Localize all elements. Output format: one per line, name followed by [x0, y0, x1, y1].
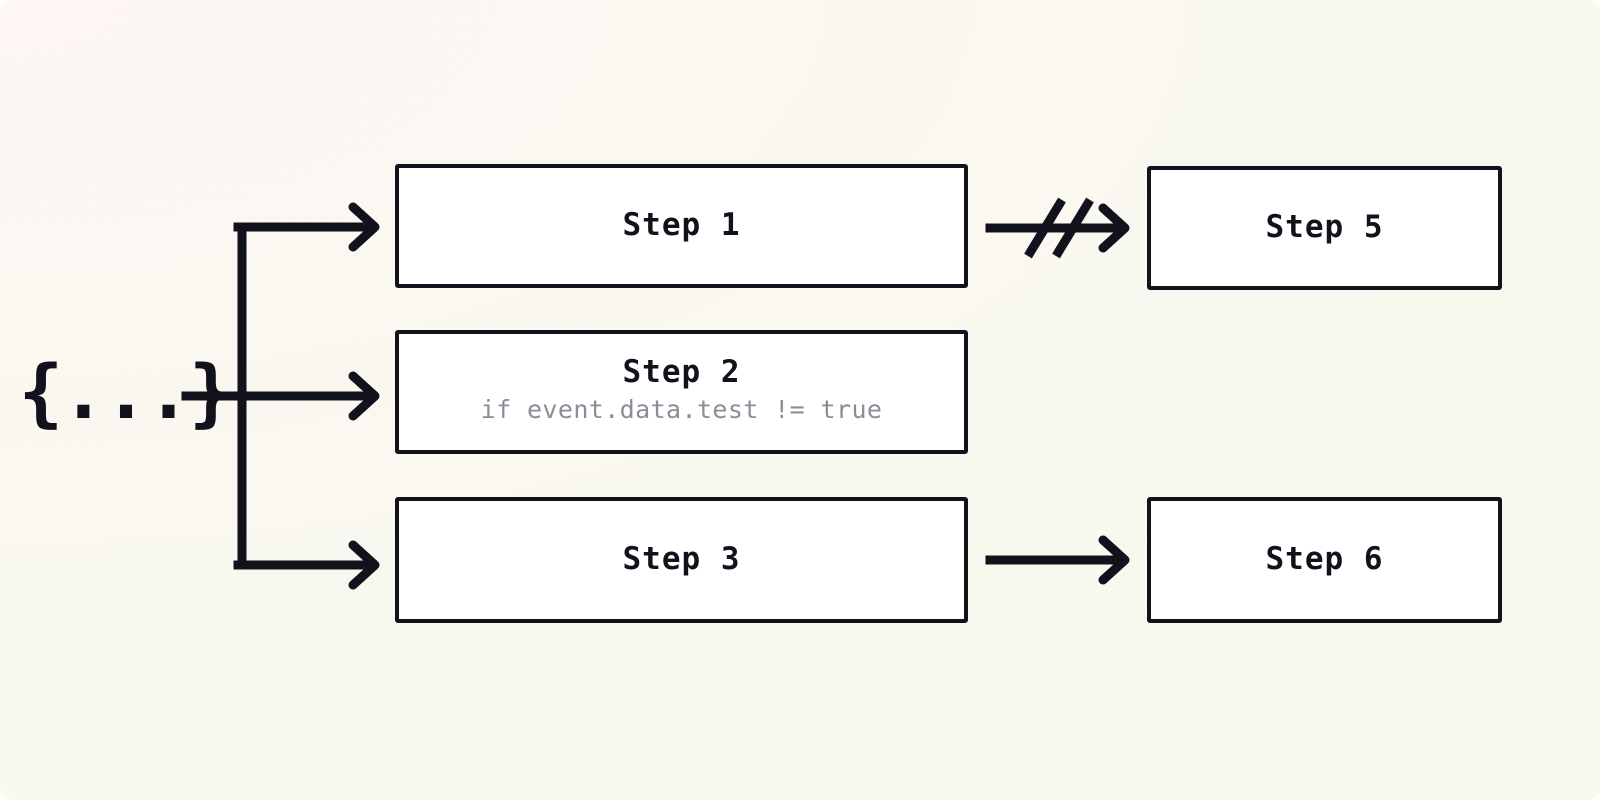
- blocked-slash-2: [1052, 197, 1094, 259]
- step-label: Step 2: [622, 354, 741, 391]
- step-box-step6[interactable]: Step 6: [1147, 497, 1502, 623]
- arrowhead-step1: [348, 202, 380, 252]
- step-label: Step 3: [622, 541, 741, 578]
- blocked-slash-1: [1024, 197, 1066, 259]
- step-box-step1[interactable]: Step 1: [395, 164, 968, 288]
- step-label: Step 1: [622, 207, 741, 244]
- arrowhead-step5: [1098, 203, 1130, 253]
- arrowhead-step6: [1098, 535, 1130, 585]
- event-payload-glyph: {...}: [18, 350, 234, 436]
- step-box-step2[interactable]: Step 2 if event.data.test != true: [395, 330, 968, 454]
- step-condition: if event.data.test != true: [480, 394, 883, 424]
- step-box-step3[interactable]: Step 3: [395, 497, 968, 623]
- arrowhead-step2: [348, 371, 380, 421]
- step-label: Step 6: [1265, 541, 1384, 578]
- step-box-step5[interactable]: Step 5: [1147, 166, 1502, 290]
- arrowhead-step3: [348, 540, 380, 590]
- step-label: Step 5: [1265, 209, 1384, 246]
